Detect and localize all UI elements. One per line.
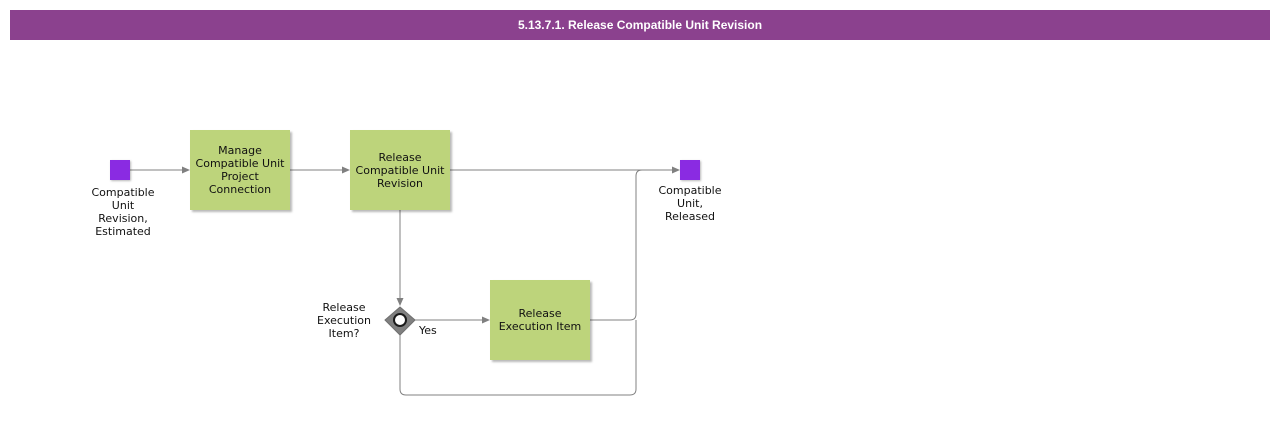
gateway-circle-icon <box>393 313 407 327</box>
decision-gateway <box>384 306 416 336</box>
task-label: Release Execution Item <box>498 307 582 333</box>
connector-execution-to-merge <box>590 169 643 321</box>
task-manage-compatible-unit-project-connection: Manage Compatible Unit Project Connectio… <box>190 130 290 210</box>
diagram-title: 5.13.7.1. Release Compatible Unit Revisi… <box>517 18 763 32</box>
start-event <box>110 160 130 180</box>
connector-gateway-no-to-merge <box>399 320 637 396</box>
task-release-compatible-unit-revision: Release Compatible Unit Revision <box>350 130 450 210</box>
end-event <box>680 160 700 180</box>
task-label: Manage Compatible Unit Project Connectio… <box>195 144 285 196</box>
gateway-yes-label: Yes <box>419 324 437 337</box>
end-event-label: Compatible Unit, Released <box>658 184 722 223</box>
diagram-title-bar: 5.13.7.1. Release Compatible Unit Revisi… <box>10 10 1270 40</box>
start-event-label: Compatible Unit Revision, Estimated <box>91 186 155 238</box>
task-label: Release Compatible Unit Revision <box>355 150 445 190</box>
gateway-question-label: Release Execution Item? <box>317 301 371 340</box>
task-release-execution-item: Release Execution Item <box>490 280 590 360</box>
